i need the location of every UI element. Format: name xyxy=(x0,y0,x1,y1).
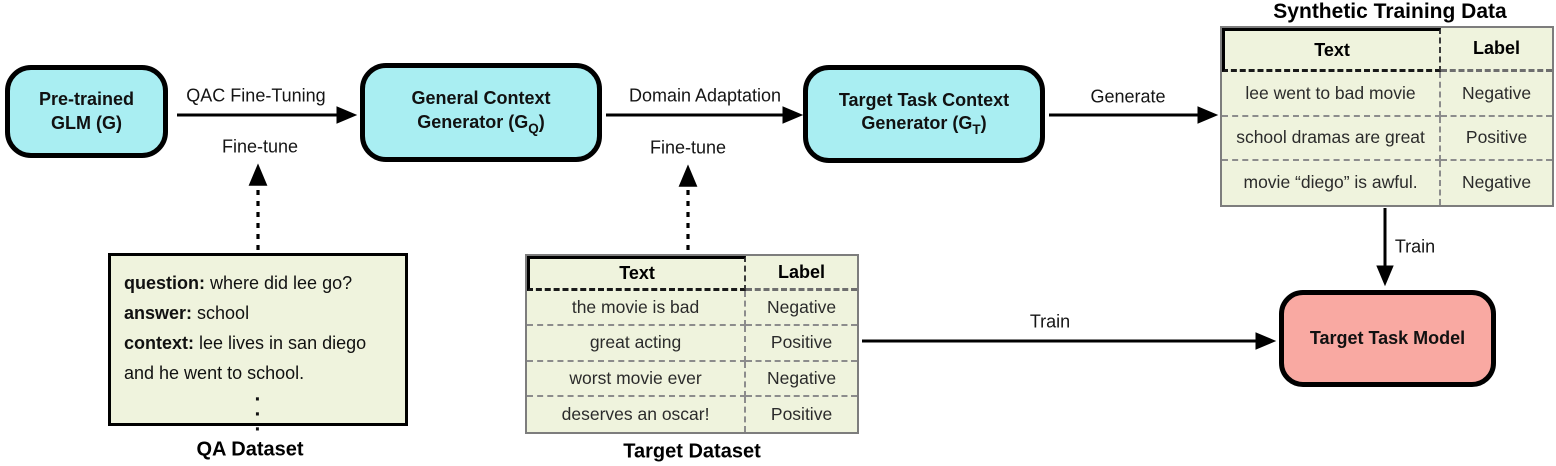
pretrained-glm-box: Pre-trained GLM (G) xyxy=(5,65,168,158)
train-synthetic-label: Train xyxy=(1394,236,1436,257)
synthetic-training-data-title: Synthetic Training Data xyxy=(1273,0,1507,23)
qa-answer-line: answer: school xyxy=(124,303,250,323)
fine-tune-qa-label: Fine-tune xyxy=(221,136,299,157)
qa-question-line: question: where did lee go? xyxy=(124,273,353,293)
target-task-model-box: Target Task Model xyxy=(1279,290,1496,387)
table-cell: Negative xyxy=(746,362,857,397)
table-cell: lee went to bad movie xyxy=(1222,72,1442,117)
table-cell: deserves an oscar! xyxy=(527,396,747,432)
table-cell: the movie is bad xyxy=(527,291,747,327)
ellipsis-dots: · · · xyxy=(254,388,262,441)
table-cell: great acting xyxy=(527,326,747,362)
header-cell-label: Label xyxy=(746,256,857,292)
table-cell: worst movie ever xyxy=(527,361,747,397)
generate-label: Generate xyxy=(1090,86,1166,107)
synthetic-training-data-table: Text Label lee went to bad movie Negativ… xyxy=(1220,26,1554,207)
target-task-model-label: Target Task Model xyxy=(1309,327,1466,348)
train-target-label: Train xyxy=(1029,311,1071,332)
qa-dataset-caption: QA Dataset xyxy=(196,438,304,461)
general-context-generator-box: General Context Generator (GQ) xyxy=(360,63,602,162)
table-cell: Negative xyxy=(1441,72,1552,117)
table-cell: movie “diego” is awful. xyxy=(1222,160,1442,205)
qa-context-line: context: lee lives in san diego and he w… xyxy=(124,333,367,383)
pretrained-glm-label: Pre-trained GLM (G) xyxy=(38,88,135,133)
qa-dataset-panel: question: where did lee go? answer: scho… xyxy=(108,253,408,440)
target-task-context-generator-label: Target Task Context Generator (GT) xyxy=(838,89,1010,138)
table-cell: Positive xyxy=(746,326,857,362)
table-cell: Negative xyxy=(1462,172,1532,193)
table-cell: school dramas are great xyxy=(1222,116,1442,161)
target-task-context-generator-box: Target Task Context Generator (GT) xyxy=(803,65,1045,163)
header-cell-text: Text xyxy=(527,256,747,292)
header-cell-label: Label xyxy=(1441,28,1552,73)
target-dataset-table: Text Label the movie is bad Negative gre… xyxy=(525,254,859,434)
target-dataset-caption: Target Dataset xyxy=(623,440,761,463)
fine-tune-target-label: Fine-tune xyxy=(649,137,727,158)
header-cell-text: Text xyxy=(1222,28,1442,73)
qac-fine-tuning-label: QAC Fine-Tuning xyxy=(186,85,326,106)
table-cell: Negative xyxy=(746,291,857,327)
domain-adaptation-label: Domain Adaptation xyxy=(628,85,782,106)
table-cell: Positive xyxy=(770,403,833,424)
general-context-generator-label: General Context Generator (GQ) xyxy=(411,88,551,136)
table-cell: Positive xyxy=(1441,117,1552,161)
